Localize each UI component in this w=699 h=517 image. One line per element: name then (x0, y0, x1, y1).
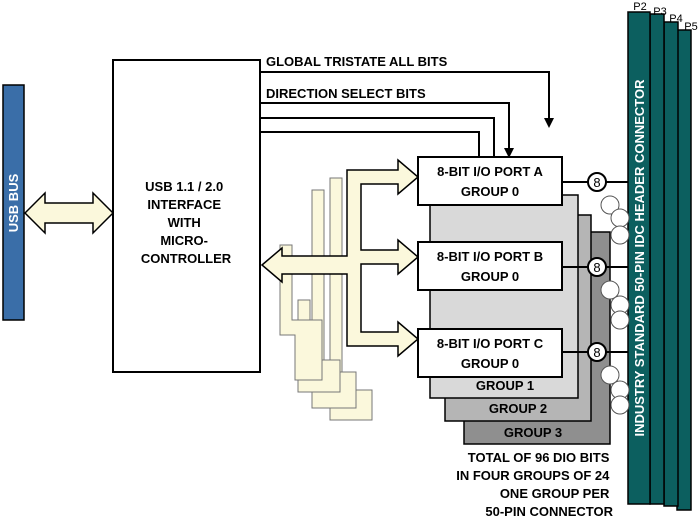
usb-double-arrow (23, 191, 115, 235)
port-b-block: 8-BIT I/O PORT B GROUP 0 (417, 241, 563, 291)
port-c-title: 8-BIT I/O PORT C (437, 336, 544, 351)
port-b-title: 8-BIT I/O PORT B (437, 249, 543, 264)
connector-stack: INDUSTRY STANDARD 50-PIN IDC HEADER CONN… (627, 11, 692, 511)
port-a-block: 8-BIT I/O PORT A GROUP 0 (417, 156, 563, 206)
pin-label-p3: P3 (653, 6, 666, 18)
connector-p4 (663, 21, 679, 507)
bit-count-c: 8 (587, 342, 607, 362)
tristate-label: GLOBAL TRISTATE ALL BITS (266, 54, 448, 69)
svg-text:8: 8 (593, 345, 600, 360)
direction-label: DIRECTION SELECT BITS (266, 86, 426, 101)
port-c-group: GROUP 0 (461, 356, 519, 371)
port-a-group: GROUP 0 (461, 184, 519, 199)
ghost-bit-circles (600, 195, 630, 415)
pin-label-p4: P4 (669, 13, 682, 25)
port-c-block: 8-BIT I/O PORT C GROUP 0 (417, 328, 563, 378)
controller-label: USB 1.1 / 2.0 INTERFACE WITH MICRO- CONT… (141, 179, 232, 266)
connector-label: INDUSTRY STANDARD 50-PIN IDC HEADER CONN… (632, 79, 647, 437)
controller-block: USB 1.1 / 2.0 INTERFACE WITH MICRO- CONT… (112, 59, 261, 373)
connector-p3 (649, 13, 665, 505)
port-b-group: GROUP 0 (461, 269, 519, 284)
pin-label-p5: P5 (684, 21, 697, 33)
pin-label-p2: P2 (633, 1, 646, 13)
footnote: TOTAL OF 96 DIO BITS IN FOUR GROUPS OF 2… (456, 450, 613, 517)
bit-count-b: 8 (587, 257, 607, 277)
connector-p5 (676, 29, 692, 511)
usb-bus-label: USB BUS (6, 173, 21, 232)
group2-label: GROUP 2 (489, 401, 547, 416)
group3-label: GROUP 3 (504, 425, 562, 440)
svg-text:8: 8 (593, 260, 600, 275)
port-a-title: 8-BIT I/O PORT A (437, 164, 543, 179)
svg-text:8: 8 (593, 175, 600, 190)
bit-count-a: 8 (587, 172, 607, 192)
usb-bus: USB BUS (2, 84, 25, 321)
background-bus-arrows (279, 177, 373, 421)
group1-label: GROUP 1 (476, 378, 534, 393)
connector-p2 (627, 11, 651, 505)
